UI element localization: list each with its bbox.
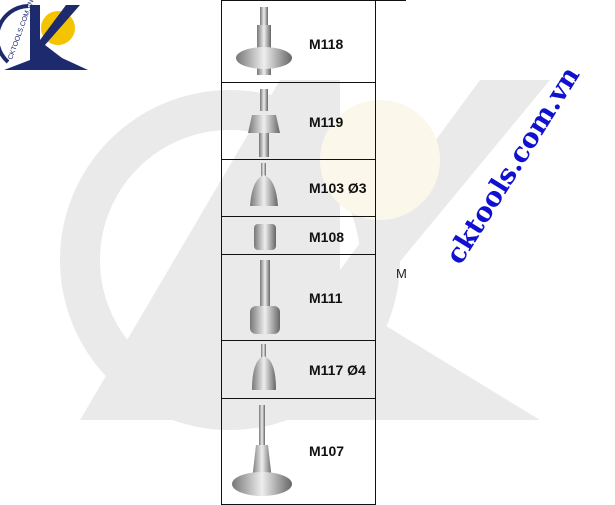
nozzle-petal-icon xyxy=(250,163,278,206)
row-label: M111 xyxy=(309,290,343,306)
table-row: M117 Ø4 xyxy=(222,341,375,399)
nozzle-flange-round-icon xyxy=(232,405,292,496)
table-row: M103 Ø3 xyxy=(222,160,375,217)
row-label: M103 Ø3 xyxy=(309,180,367,196)
table-row: M118 xyxy=(222,0,375,83)
logo: CKTOOLS.COM.VN xyxy=(0,0,88,70)
side-label: M xyxy=(396,266,407,281)
row-label: M119 xyxy=(309,114,344,130)
nozzle-petal-icon xyxy=(252,344,276,390)
table-row: M107 xyxy=(222,399,375,505)
nozzle-flange-icon xyxy=(236,7,292,75)
row-label: M108 xyxy=(309,229,345,245)
row-label: M117 Ø4 xyxy=(309,362,366,378)
row-label: M107 xyxy=(309,443,345,459)
watermark-logo xyxy=(60,80,550,430)
divider xyxy=(374,0,406,1)
nozzle-table: M118 M119 M103 Ø3 M108 M111 M117 Ø4 M107 xyxy=(221,0,376,505)
row-label: M118 xyxy=(309,36,344,52)
nozzle-threaded-icon xyxy=(248,89,280,157)
nozzle-base-icon xyxy=(250,260,280,334)
table-row: M119 xyxy=(222,83,375,160)
nozzle-cap-icon xyxy=(254,224,276,250)
table-row: M108 xyxy=(222,217,375,255)
table-row: M111 xyxy=(222,255,375,341)
